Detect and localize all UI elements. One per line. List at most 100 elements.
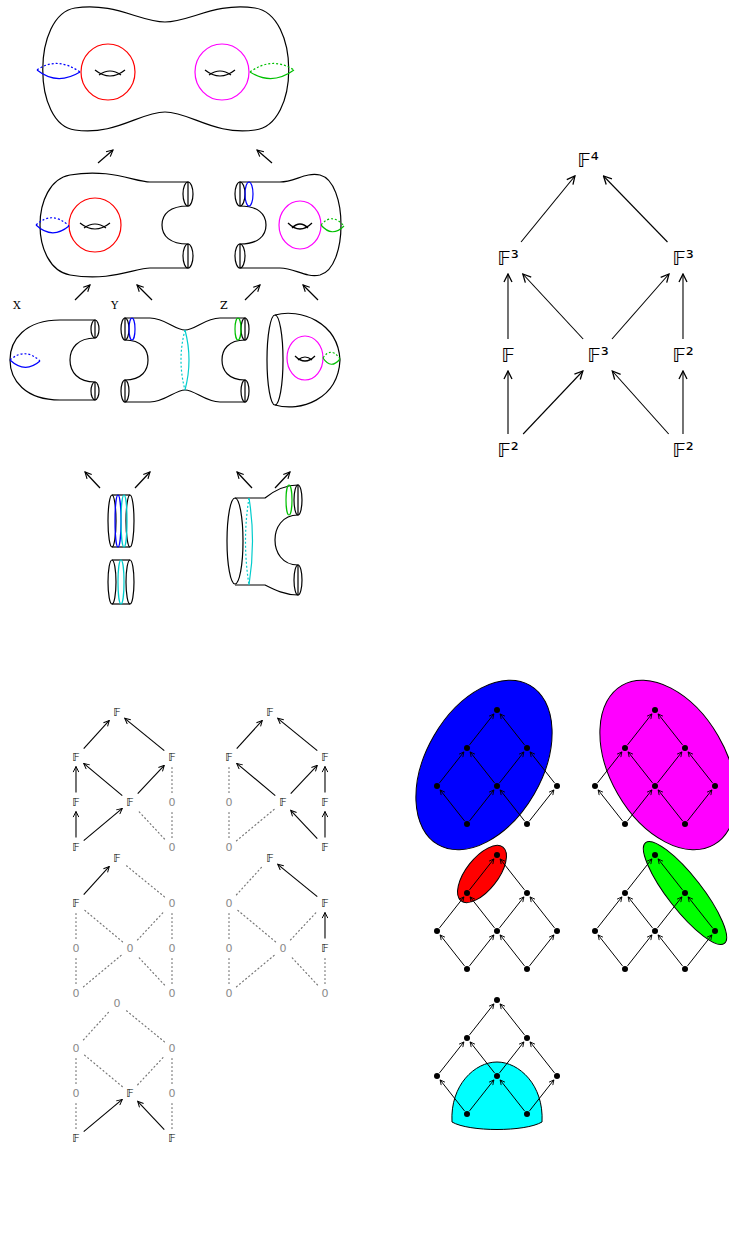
stalk-node: 0 xyxy=(225,942,234,955)
map-arrow xyxy=(523,274,583,339)
zero-map-line xyxy=(228,767,229,793)
node-label: 𝔽 xyxy=(126,796,133,809)
node-label: 𝔽⁴ xyxy=(577,148,598,172)
node-label: 0 xyxy=(169,1087,176,1100)
stalk-node: 0 xyxy=(168,841,177,854)
node-label: 0 xyxy=(169,987,176,1000)
node-label: 0 xyxy=(127,942,134,955)
node-label: 𝔽 xyxy=(126,1087,133,1100)
zero-map-line xyxy=(324,958,325,984)
node-label: 𝔽 xyxy=(321,751,328,764)
map-arrow xyxy=(84,763,123,795)
node-label: 𝔽 xyxy=(321,796,328,809)
node-label: 𝔽 xyxy=(321,942,328,955)
node-label: 0 xyxy=(73,1087,80,1100)
stalk-node: 0 xyxy=(168,796,177,809)
stalk-node: 0 xyxy=(225,841,234,854)
stalk-node: 0 xyxy=(72,1087,81,1100)
node-label: 0 xyxy=(114,997,121,1010)
map-arrow xyxy=(138,765,165,793)
node-label: 0 xyxy=(169,796,176,809)
module-node: 𝔽³ xyxy=(671,247,694,269)
zero-map-line xyxy=(171,958,172,984)
stalk-node: 𝔽 xyxy=(71,751,80,764)
stalk-node: 𝔽 xyxy=(320,751,329,764)
map-arrow xyxy=(507,371,508,434)
map-arrow xyxy=(521,176,575,242)
map-arrow xyxy=(291,765,318,793)
node-label: 0 xyxy=(226,897,233,910)
node-label: 𝔽 xyxy=(321,841,328,854)
module-node: 𝔽² xyxy=(671,344,694,366)
node-label: 𝔽² xyxy=(497,438,518,462)
map-arrow xyxy=(682,274,683,339)
node-label: 0 xyxy=(73,942,80,955)
map-arrow xyxy=(612,371,668,434)
stalk-node: 0 xyxy=(168,1087,177,1100)
stalk-node: 0 xyxy=(321,987,330,1000)
map-arrow xyxy=(237,763,276,795)
map-arrow xyxy=(682,371,683,434)
zero-map-line xyxy=(171,913,172,939)
zero-map-line xyxy=(75,913,76,939)
stalk-node: 0 xyxy=(168,897,177,910)
zero-map-line xyxy=(291,956,318,985)
stalk-node: 𝔽 xyxy=(71,1132,80,1145)
stalk-node: 0 xyxy=(225,897,234,910)
node-label: 0 xyxy=(226,796,233,809)
node-label: 𝔽 xyxy=(72,841,79,854)
stalk-node: 𝔽 xyxy=(112,852,121,865)
map-arrow xyxy=(278,864,318,896)
node-label: 0 xyxy=(322,987,329,1000)
stalk-node: 𝔽 xyxy=(167,1132,176,1145)
node-label: 𝔽² xyxy=(672,343,693,367)
zero-map-line xyxy=(138,911,165,940)
zero-map-line xyxy=(84,954,123,987)
zero-map-line xyxy=(138,1056,165,1085)
stalk-node: 𝔽 xyxy=(112,706,121,719)
piece-label: Z xyxy=(220,300,228,311)
node-label: 0 xyxy=(226,987,233,1000)
module-node: 𝔽³ xyxy=(496,247,519,269)
zero-map-line xyxy=(75,1058,76,1084)
stalk-node: 0 xyxy=(72,987,81,1000)
stalk-node: 𝔽 xyxy=(278,796,287,809)
piece-label: Y xyxy=(111,300,118,311)
node-label: 0 xyxy=(169,897,176,910)
zero-map-line xyxy=(84,1054,123,1086)
map-arrow xyxy=(84,720,110,748)
zero-map-line xyxy=(171,812,172,838)
node-label: 0 xyxy=(73,1042,80,1055)
zero-map-line xyxy=(228,958,229,984)
module-node: 𝔽 xyxy=(500,344,515,366)
node-label: 𝔽 xyxy=(72,796,79,809)
node-label: 𝔽 xyxy=(321,897,328,910)
node-label: 𝔽 xyxy=(72,897,79,910)
map-arrow xyxy=(612,274,669,339)
node-label: 𝔽³ xyxy=(587,343,608,367)
zero-map-line xyxy=(237,866,263,894)
zero-map-line xyxy=(138,810,165,839)
node-label: 𝔽 xyxy=(168,1132,175,1145)
zero-map-line xyxy=(75,1103,76,1129)
node-label: 𝔽² xyxy=(672,438,693,462)
stalk-node: 𝔽 xyxy=(167,751,176,764)
map-arrow xyxy=(84,808,123,840)
zero-map-line xyxy=(237,808,276,840)
map-arrow xyxy=(604,176,668,242)
map-arrow xyxy=(278,718,318,750)
node-label: 𝔽³ xyxy=(672,246,693,270)
map-arrow xyxy=(125,718,165,750)
stalk-node: 𝔽 xyxy=(71,897,80,910)
node-label: 𝔽 xyxy=(279,796,286,809)
stalk-node: 0 xyxy=(72,942,81,955)
module-node: 𝔽² xyxy=(671,439,694,461)
zero-map-line xyxy=(237,909,276,942)
zero-map-line xyxy=(138,956,165,985)
stalk-node: 𝔽 xyxy=(71,796,80,809)
stalk-node: 𝔽 xyxy=(320,841,329,854)
stalk-node: 𝔽 xyxy=(265,852,274,865)
node-label: 0 xyxy=(226,942,233,955)
stalk-node: 𝔽 xyxy=(125,1087,134,1100)
